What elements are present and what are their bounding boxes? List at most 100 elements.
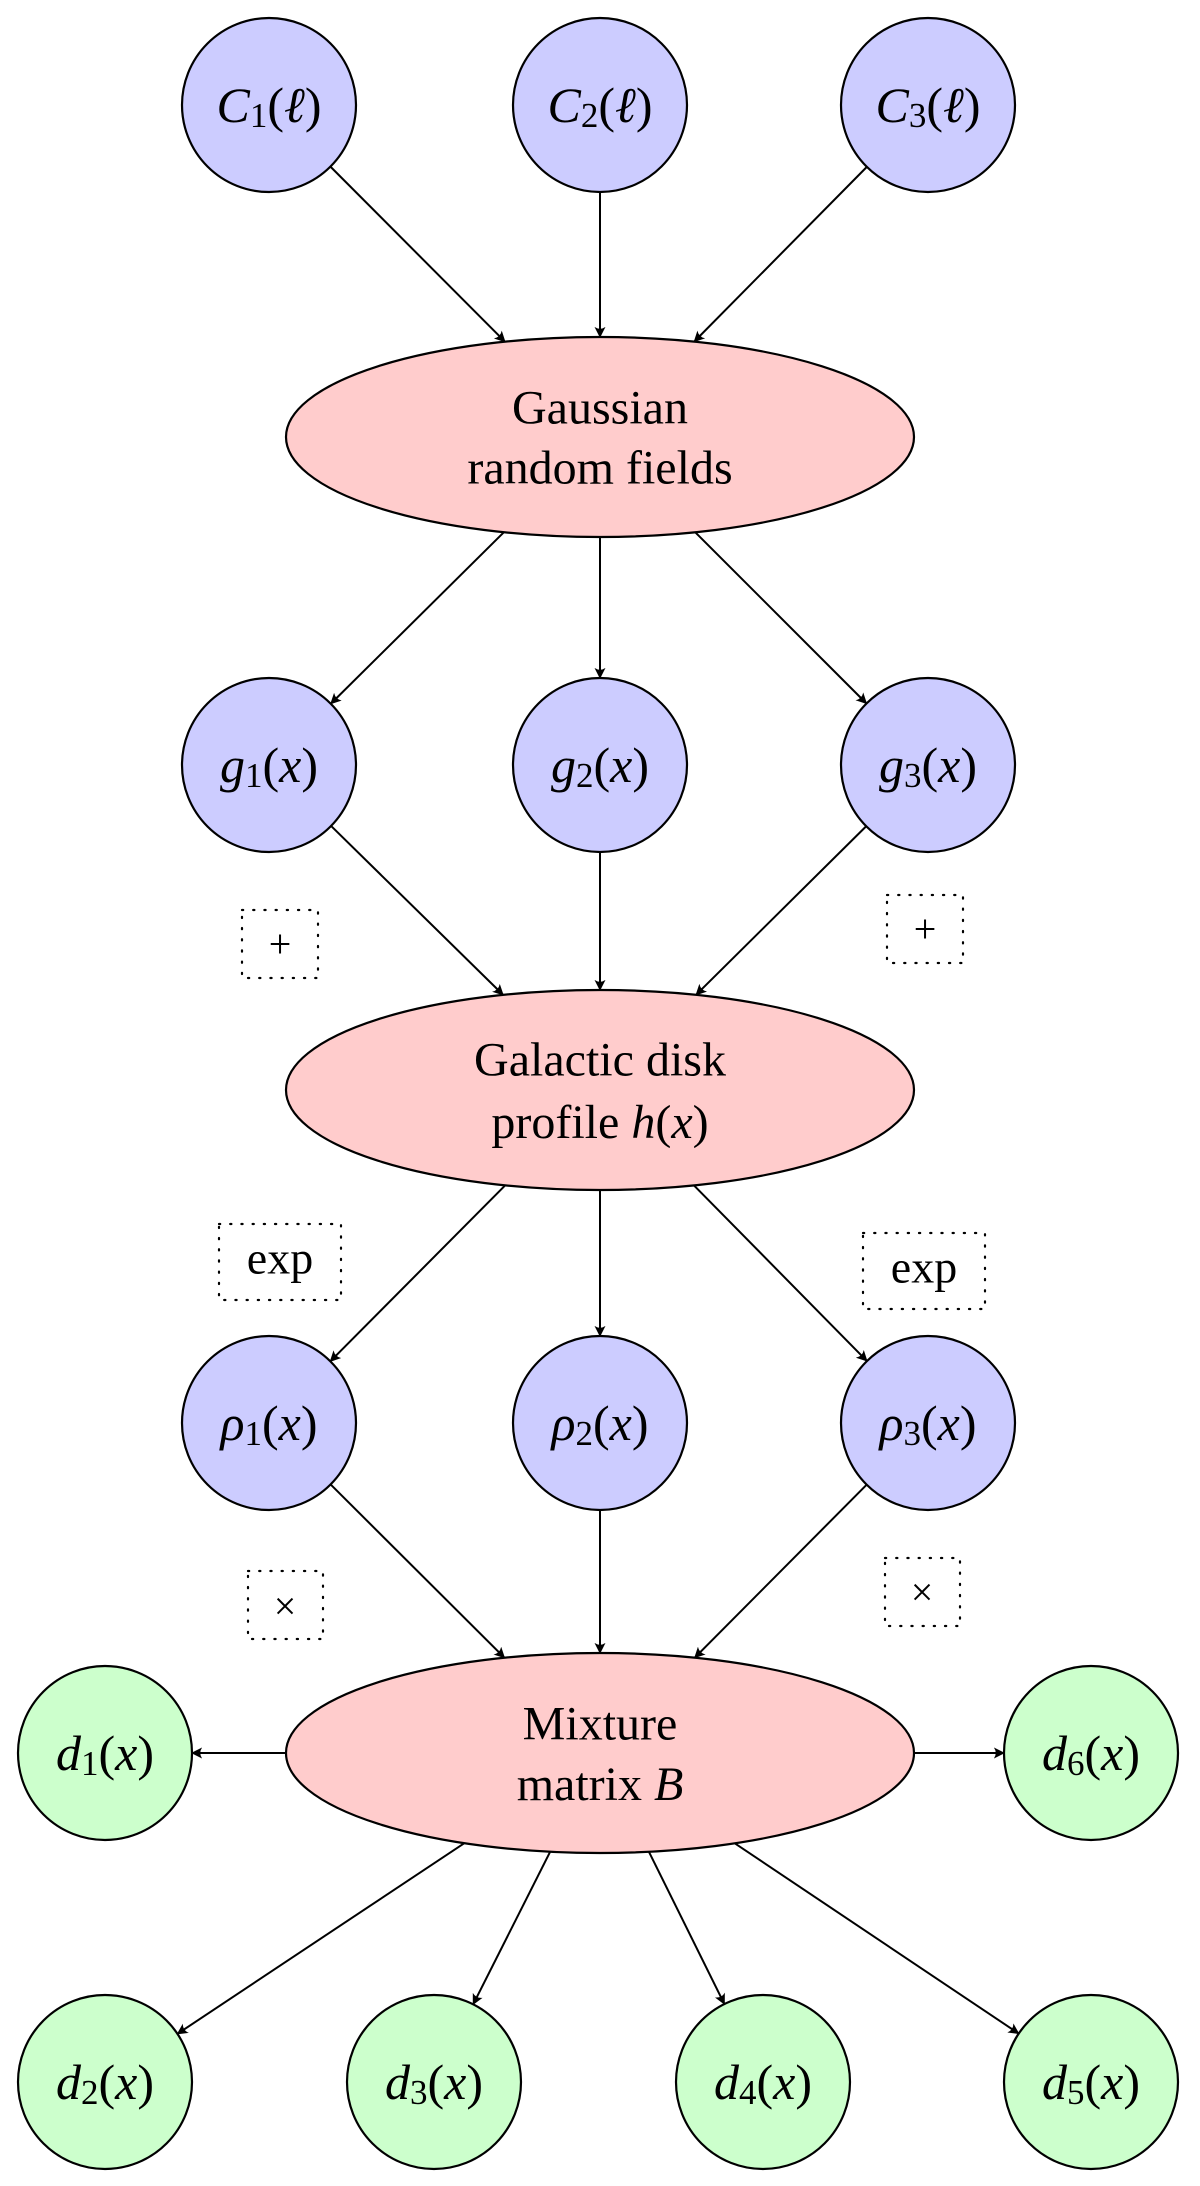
node-label: C1(ℓ) <box>217 77 322 135</box>
edge-mix-to-d2 <box>176 1842 465 2035</box>
label-base: C <box>217 77 251 133</box>
label-arg: x <box>278 1395 301 1451</box>
input-node-circle <box>839 16 1017 194</box>
paren-close: ) <box>632 1395 649 1451</box>
paren-open: ( <box>267 77 284 133</box>
paren-open: ( <box>98 2054 115 2110</box>
output-node-circle <box>16 1993 194 2171</box>
operator-plus-left: + <box>240 908 320 980</box>
label-arg: ℓ <box>943 77 964 133</box>
paren-open: ( <box>921 1395 938 1451</box>
label-arg: ℓ <box>615 77 636 133</box>
edge-grf-to-g3 <box>694 531 868 705</box>
label-subscript: 1 <box>245 756 263 795</box>
label-subscript: 2 <box>581 96 599 135</box>
node-label: g1(x) <box>220 737 318 795</box>
node-g1: g1(x) <box>180 676 358 854</box>
label-text: profile <box>491 1096 631 1149</box>
node-label: ρ2(x) <box>549 1395 648 1453</box>
node-c3: C3(ℓ) <box>839 16 1017 194</box>
edge-disk-to-rho3 <box>693 1184 868 1362</box>
paren-close: ) <box>301 737 318 793</box>
label-arg: x <box>609 1395 632 1451</box>
input-node-circle <box>839 1334 1017 1512</box>
edge-mix-to-d3 <box>472 1851 552 2006</box>
label-arg: x <box>937 1395 960 1451</box>
node-rho2: ρ2(x) <box>511 1334 689 1512</box>
edge-rho3-to-mix <box>694 1484 868 1659</box>
edge-mix-to-d4 <box>648 1851 726 2005</box>
node-label-line2: profile h(x) <box>491 1096 708 1149</box>
node-d2: d2(x) <box>16 1993 194 2171</box>
paren-open: ( <box>593 737 610 793</box>
node-label: d3(x) <box>385 2054 483 2112</box>
label-arg: x <box>1100 1725 1123 1781</box>
node-label: C2(ℓ) <box>548 77 653 135</box>
label-base: g <box>879 737 904 793</box>
paren-close: ) <box>1123 2054 1140 2110</box>
label-text: matrix <box>517 1758 654 1811</box>
nodes-layer: C1(ℓ)C2(ℓ)C3(ℓ)g1(x)g2(x)g3(x)ρ1(x)ρ2(x)… <box>16 16 1180 2171</box>
label-math-arg: x <box>670 1096 692 1149</box>
label-subscript: 4 <box>739 2073 757 2112</box>
node-label: ρ3(x) <box>877 1395 976 1453</box>
paren-open: ( <box>921 737 938 793</box>
label-base: d <box>385 2054 411 2110</box>
paren-close: ) <box>305 77 322 133</box>
label-subscript: 2 <box>575 1414 593 1453</box>
process-ellipse <box>284 335 916 539</box>
node-galactic-disk-profile: Galactic disk profile h(x) <box>284 988 916 1192</box>
operator-label: exp <box>247 1233 313 1284</box>
paren-open: ( <box>756 2054 773 2110</box>
label-math-B: B <box>654 1758 683 1811</box>
label-arg: ℓ <box>284 77 305 133</box>
paren-close: ) <box>466 2054 483 2110</box>
paren-close: ) <box>960 1395 977 1451</box>
node-d6: d6(x) <box>1002 1664 1180 1842</box>
label-base: C <box>548 77 582 133</box>
edge-c1-to-grf <box>329 165 506 343</box>
paren-close: ) <box>693 1096 709 1149</box>
node-d4: d4(x) <box>674 1993 852 2171</box>
paren-open: ( <box>593 1395 610 1451</box>
input-node-circle <box>180 1334 358 1512</box>
output-node-circle <box>345 1993 523 2171</box>
label-base: d <box>1042 2054 1068 2110</box>
output-node-circle <box>1002 1664 1180 1842</box>
node-label: d4(x) <box>714 2054 812 2112</box>
label-arg: x <box>278 737 301 793</box>
label-subscript: 3 <box>410 2073 428 2112</box>
edge-c3-to-grf <box>693 166 868 343</box>
output-node-circle <box>674 1993 852 2171</box>
edge-grf-to-g1 <box>330 531 505 705</box>
input-node-circle <box>511 676 689 854</box>
paren-close: ) <box>964 77 981 133</box>
node-label-line1: Mixture <box>523 1698 678 1751</box>
label-base: g <box>551 737 576 793</box>
edge-disk-to-rho1 <box>329 1184 506 1363</box>
node-g3: g3(x) <box>839 676 1017 854</box>
input-node-circle <box>839 676 1017 854</box>
node-gaussian-random-fields: Gaussian random fields <box>284 335 916 539</box>
label-base: ρ <box>549 1395 575 1451</box>
label-arg: x <box>1100 2054 1123 2110</box>
label-subscript: 6 <box>1067 1744 1085 1783</box>
node-c2: C2(ℓ) <box>511 16 689 194</box>
label-arg: x <box>937 737 960 793</box>
label-arg: x <box>114 2054 137 2110</box>
node-label: d6(x) <box>1042 1725 1140 1783</box>
edge-mix-to-d5 <box>734 1842 1020 2035</box>
paren-close: ) <box>795 2054 812 2110</box>
operator-label: × <box>911 1570 934 1615</box>
process-ellipse <box>284 1651 916 1855</box>
label-arg: x <box>114 1725 137 1781</box>
label-base: g <box>220 737 245 793</box>
input-node-circle <box>180 676 358 854</box>
label-base: d <box>1042 1725 1068 1781</box>
node-label: d5(x) <box>1042 2054 1140 2112</box>
operator-label: × <box>274 1584 297 1629</box>
input-node-circle <box>180 16 358 194</box>
edge-g3-to-disk <box>695 825 867 996</box>
paren-open: ( <box>1084 2054 1101 2110</box>
